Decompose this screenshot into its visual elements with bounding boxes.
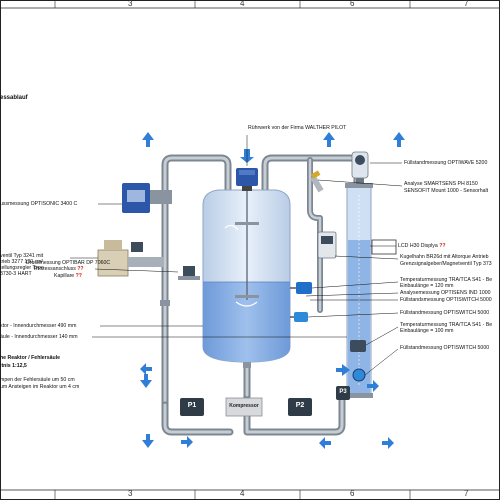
- label-ball-line2: Grenzsignalgeber/Magnetventil Typ 373: [400, 261, 492, 267]
- pressure-sensor: [160, 266, 200, 306]
- label-lcd-question: ??: [439, 243, 446, 249]
- control-valve: [97, 240, 164, 277]
- label-valve-line3: tellungsregler Type: [0, 265, 44, 271]
- flow-arrows: [140, 132, 405, 449]
- label-process-conn-text: Prozessanschluss: [34, 266, 76, 272]
- label-valve-line1: ventil Typ 3241 mit: [0, 253, 44, 259]
- ruler-top-3: 3: [128, 0, 133, 8]
- stirrer-motor: [236, 168, 258, 191]
- label-switch2: Füllstandmessung OPTISWITCH 5000: [400, 310, 490, 316]
- label-column-diameter: äule - Innendurchmesser 140 mm: [0, 334, 78, 340]
- label-ball-line1: Kugelhahn BR26d mit Altorque Antrieb: [400, 254, 489, 260]
- pump-p1: [180, 398, 204, 416]
- ruler-bottom-3: 3: [128, 489, 133, 498]
- label-switch1: Füllstandsmessung OPTISWITCH 5000: [400, 297, 492, 303]
- notes-heading1: he Reaktor / Fehlersäule: [0, 355, 60, 361]
- label-temp1-line1: Temperaturmessung TRA/TCA S41 - Be: [400, 277, 493, 283]
- notes-line1: mpen der Fehlersäule um 50 cm: [0, 377, 75, 383]
- radar-level-gauge: [351, 151, 369, 184]
- label-capillary-text: Kapillare: [54, 273, 75, 279]
- pump-p2-label: P2: [295, 402, 305, 409]
- level-switch-1: [290, 312, 308, 322]
- label-level-optiwave: Füllstandmessung OPTIWAVE 5200: [404, 160, 488, 166]
- temperature-sensor-2: [350, 340, 366, 352]
- pipework: [161, 154, 361, 436]
- notes-heading2: ltnis 1:12,5: [0, 363, 27, 369]
- label-valve-line4: 3730-3 HART: [0, 271, 32, 277]
- level-switch-2: [352, 368, 366, 382]
- fault-column: [345, 183, 373, 398]
- pump-p3: [336, 386, 350, 400]
- leader-lines: [70, 135, 403, 376]
- label-temp1-line2: Einbaulänge = 120 mm: [400, 283, 454, 289]
- label-temp2-line1: Temperaturmessung TRA/TCA S41 - Be: [400, 322, 493, 328]
- label-temp2-line2: Einbaulänge = 100 mm: [400, 328, 454, 334]
- label-ph-line2: SENSOFIT Mount 1000 - Sensorhalt: [404, 188, 489, 194]
- ruler-bottom-6: 6: [350, 489, 355, 498]
- pump-p2: [288, 398, 312, 416]
- label-lcd-text: LCD H30 Displya: [398, 243, 438, 249]
- reactor-tank: [202, 180, 291, 368]
- compressor: [225, 397, 263, 417]
- temperature-sensor-1: [290, 282, 312, 294]
- pump-p1-label: P1: [187, 402, 197, 409]
- label-pressure: Druckmessung OPTIBAR DP 7060C: [26, 260, 111, 266]
- ruler-top-7: 7: [464, 0, 469, 8]
- label-flow: ussmessung OPTISONIC 3400 C: [0, 201, 78, 207]
- ph-sensor: [310, 170, 324, 193]
- analysis-unit: [317, 231, 337, 259]
- label-capillary-question: ??: [75, 273, 82, 279]
- notes-line2: um Ansteigen im Reaktor um 4 cm: [0, 384, 80, 390]
- label-switch3: Füllstandmessung OPTISWITCH 5000: [400, 345, 490, 351]
- lcd-display: [371, 239, 397, 255]
- label-process-question: ??: [77, 266, 84, 272]
- pump-p3-label: P3: [339, 389, 347, 395]
- page-title: essablauf: [0, 95, 28, 101]
- compressor-label: Kompressor: [229, 403, 259, 409]
- label-process-conn: Prozessanschluss ??: [34, 266, 84, 272]
- label-optisens: Analysemessung OPTISENS IND 1000: [400, 290, 491, 296]
- label-capillary: Kapillare ??: [54, 273, 82, 279]
- ruler-top-4: 4: [240, 0, 245, 8]
- flow-meter: [122, 183, 172, 213]
- label-ph-line1: Analyse SMARTSENS PH 8150: [404, 181, 478, 187]
- label-reactor-diameter: ktor - Innendurchmesser 490 mm: [0, 323, 77, 329]
- label-stirrer: Rührwerk von der Firma WALTHER PILOT: [248, 125, 347, 131]
- ruler-bottom-7: 7: [464, 489, 469, 498]
- ruler-top-6: 6: [350, 0, 355, 8]
- label-lcd: LCD H30 Displya ??: [398, 243, 446, 249]
- ruler-bottom-4: 4: [240, 489, 245, 498]
- label-valve-line2: trieb 3277 120 cm²: [0, 259, 44, 265]
